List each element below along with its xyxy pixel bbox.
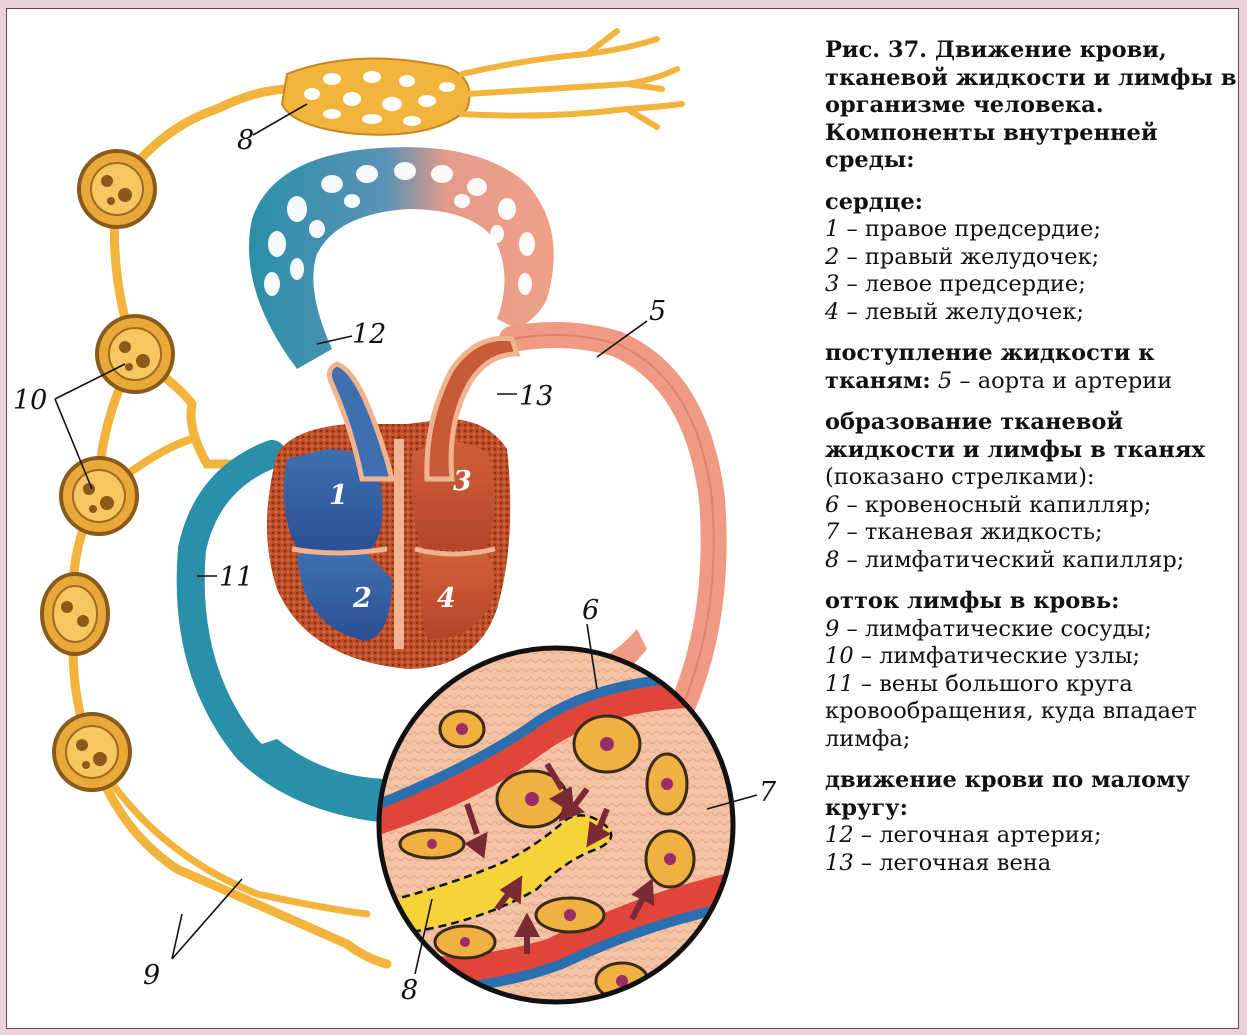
legend-item: 6 – кровеносный капилляр; (825, 492, 1237, 520)
lymph-node (42, 574, 108, 654)
legend-item: 11 – вены большого круга кровообращения,… (825, 671, 1237, 754)
lymph-nodes (42, 151, 173, 790)
legend-item: 10 – лимфатические узлы; (825, 643, 1237, 671)
label-2: 2 (352, 583, 372, 614)
section-heading: отток лимфы в кровь: (825, 588, 1237, 616)
label-12: 12 (352, 319, 386, 350)
label-3: 3 (453, 466, 472, 497)
label-10: 10 (13, 385, 47, 416)
label-11: 11 (219, 562, 253, 593)
lymph-node (97, 316, 173, 392)
label-5: 5 (649, 296, 666, 327)
legend-section-heart: сердце: 1 – правое предсердие; 2 – правы… (825, 189, 1237, 327)
label-4: 4 (437, 583, 456, 614)
legend-item: 1 – правое предсердие; (825, 216, 1237, 244)
section-heading: сердце: (825, 189, 1237, 217)
legend-item: 4 – левый желудочек; (825, 299, 1237, 327)
legend-item: 7 – тканевая жидкость; (825, 519, 1237, 547)
legend-section-formation: образование тканевой жидкости и лимфы в … (825, 409, 1237, 574)
lymph-capillary-network-top (282, 31, 682, 135)
label-6: 6 (582, 595, 599, 626)
section-heading: образование тканевой жидкости и лимфы в … (825, 409, 1237, 464)
label-8-bottom: 8 (401, 975, 418, 1006)
legend-item: 2 – правый желудочек; (825, 244, 1237, 272)
legend-item: 8 – лимфатический капилляр; (825, 547, 1237, 575)
figure-frame: 8 12 5 13 10 11 6 7 8 9 1 2 3 4 Рис. 37.… (6, 8, 1239, 1029)
legend-item: 5 – аорта и артерии (938, 368, 1172, 394)
heart (267, 338, 517, 669)
legend-item: 12 – легочная артерия; (825, 822, 1237, 850)
label-1: 1 (329, 480, 348, 511)
lymph-node (61, 458, 137, 534)
figure-legend: Рис. 37. Движение крови, тканевой жидкос… (825, 37, 1237, 891)
label-8-top: 8 (237, 125, 254, 156)
lymph-node (79, 151, 155, 227)
label-7: 7 (759, 777, 777, 808)
legend-item: 13 – легочная вена (825, 850, 1237, 878)
legend-item: 9 – лимфатические сосуды; (825, 616, 1237, 644)
section-heading: движение крови по малому кругу: (825, 767, 1237, 822)
legend-item: 3 – левое предсердие; (825, 271, 1237, 299)
legend-section-supply: поступление жидкости к тканям: 5 – аорта… (825, 340, 1237, 395)
figure-caption: Рис. 37. Движение крови, тканевой жидкос… (825, 37, 1237, 175)
circulation-diagram: 8 12 5 13 10 11 6 7 8 9 1 2 3 4 (7, 9, 819, 1029)
legend-section-pulmonary: движение крови по малому кругу: 12 – лег… (825, 767, 1237, 877)
section-note: (показано стрелками): (825, 464, 1237, 492)
lymph-node (54, 714, 130, 790)
legend-section-outflow: отток лимфы в кровь: 9 – лимфатические с… (825, 588, 1237, 753)
label-13: 13 (519, 381, 553, 412)
label-9: 9 (143, 960, 160, 991)
